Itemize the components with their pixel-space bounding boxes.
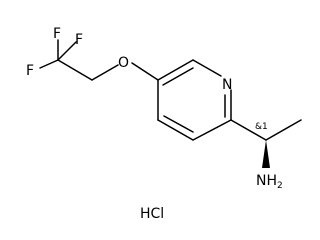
atom-label-fluorine-top: F bbox=[53, 26, 61, 42]
bond-ring-c3-c4 bbox=[157, 119, 194, 141]
amine-hydrogen: H bbox=[266, 173, 277, 189]
bond-ch2-oxygen bbox=[91, 64, 119, 81]
atom-label-amine: NH2 bbox=[256, 173, 283, 191]
bond-cf3-f-right bbox=[57, 41, 77, 61]
wedge-bond-amine bbox=[262, 140, 270, 168]
bond-ring-c3-c4-double bbox=[163, 115, 194, 133]
salt-label: HCl bbox=[140, 206, 164, 222]
atom-label-fluorine-right: F bbox=[75, 32, 83, 48]
atom-label-oxygen: O bbox=[118, 55, 129, 71]
bond-stereocenter-methyl bbox=[265, 119, 302, 141]
amine-nitrogen: N bbox=[256, 173, 266, 189]
bond-ring-c5-c6 bbox=[157, 59, 194, 81]
bond-ring-c2-c3 bbox=[192, 119, 232, 141]
atom-label-fluorine-left: F bbox=[26, 63, 34, 79]
amine-subscript: 2 bbox=[277, 181, 283, 191]
stereo-label: &1 bbox=[255, 122, 268, 132]
bond-cf3-ch2 bbox=[57, 59, 93, 81]
bond-ring-c6-n bbox=[192, 59, 222, 77]
bond-ring-stereocenter bbox=[230, 119, 267, 141]
atom-label-ring-nitrogen: N bbox=[222, 77, 232, 93]
bond-ring-c5-c6-double bbox=[162, 67, 194, 86]
bond-oxygen-ring bbox=[131, 62, 159, 81]
bond-cf3-f-left bbox=[39, 59, 59, 69]
